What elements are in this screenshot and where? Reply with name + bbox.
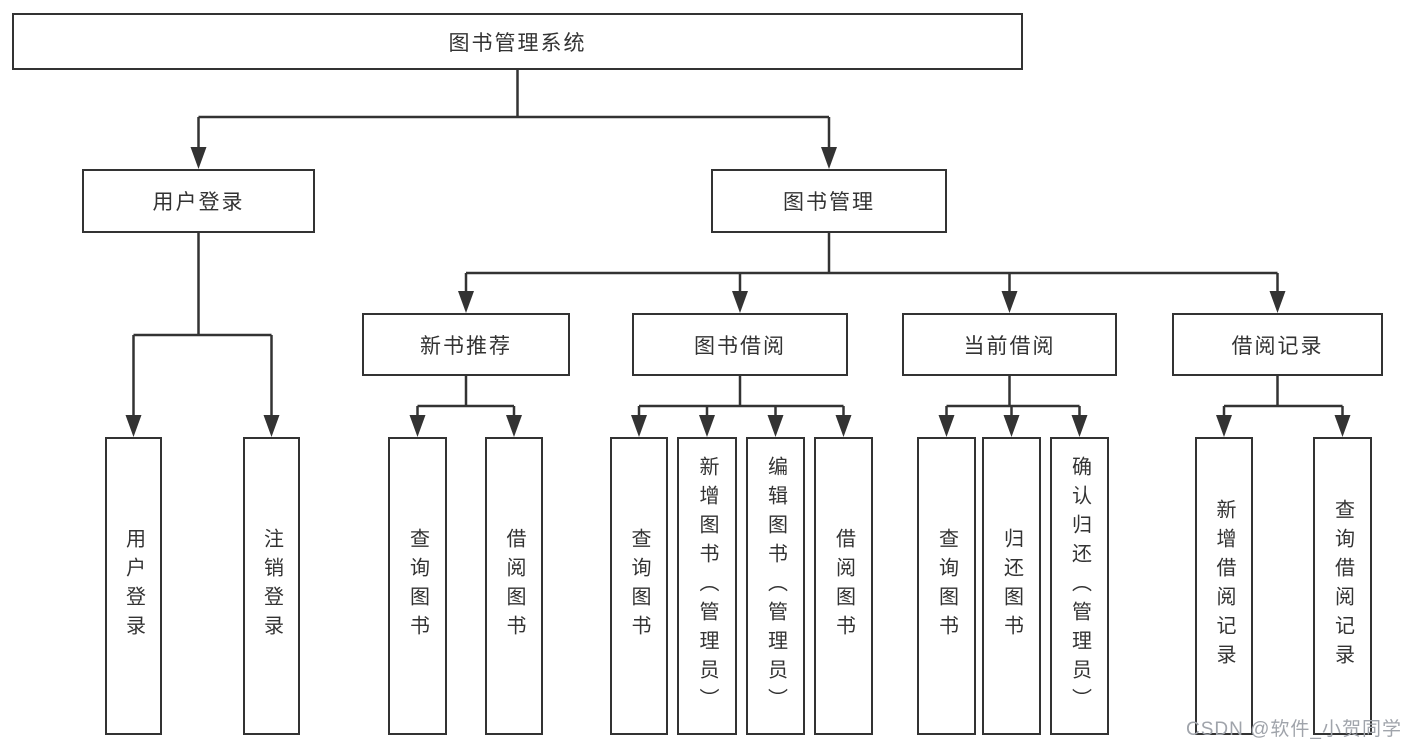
leaf-label: 查询图书 bbox=[935, 528, 958, 644]
leaf-query-books-recommend: 查询图书 bbox=[388, 437, 447, 735]
leaf-label: 新增图书（管理员） bbox=[696, 455, 718, 717]
leaf-return-books: 归还图书 bbox=[982, 437, 1041, 735]
leaf-label: 借阅图书 bbox=[503, 528, 525, 644]
leaf-label: 查询借阅记录 bbox=[1331, 499, 1354, 673]
leaf-user-login: 用户登录 bbox=[105, 437, 162, 735]
node-new-book-recommend: 新书推荐 bbox=[362, 313, 570, 376]
csdn-watermark: CSDN @软件_小贺同学 bbox=[1186, 719, 1402, 740]
leaf-label: 查询图书 bbox=[406, 528, 429, 644]
arrow-icon bbox=[631, 415, 647, 437]
leaf-add-borrow-record: 新增借阅记录 bbox=[1195, 437, 1253, 735]
leaf-query-borrow-record: 查询借阅记录 bbox=[1313, 437, 1372, 735]
leaf-label: 查询图书 bbox=[628, 528, 650, 644]
leaf-borrow-books: 借阅图书 bbox=[814, 437, 873, 735]
arrow-icon bbox=[835, 415, 852, 437]
arrow-icon bbox=[767, 415, 784, 437]
arrow-icon bbox=[458, 291, 474, 313]
connector-book-borrow bbox=[637, 376, 845, 416]
arrow-icon bbox=[409, 415, 426, 437]
arrow-icon bbox=[1334, 415, 1351, 437]
connector-book-management bbox=[464, 233, 1279, 292]
leaf-query-books-borrow: 查询图书 bbox=[610, 437, 668, 735]
arrow-icon bbox=[938, 415, 955, 437]
leaf-add-book-admin: 新增图书（管理员） bbox=[677, 437, 737, 735]
node-book-management: 图书管理 bbox=[711, 169, 947, 233]
arrow-icon bbox=[699, 415, 715, 437]
arrow-icon bbox=[190, 147, 207, 169]
leaf-edit-book-admin: 编辑图书（管理员） bbox=[746, 437, 805, 735]
arrow-icon bbox=[125, 415, 142, 437]
arrow-icon bbox=[821, 147, 837, 169]
leaf-label: 编辑图书（管理员） bbox=[764, 455, 787, 717]
leaf-query-books-current: 查询图书 bbox=[917, 437, 976, 735]
leaf-logout: 注销登录 bbox=[243, 437, 300, 735]
node-book-borrow: 图书借阅 bbox=[632, 313, 848, 376]
arrow-icon bbox=[506, 415, 522, 437]
leaf-label: 用户登录 bbox=[122, 528, 145, 644]
leaf-confirm-return-admin: 确认归还（管理员） bbox=[1050, 437, 1109, 735]
connector-current-borrow bbox=[945, 376, 1081, 416]
node-library-management-system: 图书管理系统 bbox=[12, 13, 1023, 70]
arrow-icon bbox=[1269, 291, 1286, 313]
node-current-borrow: 当前借阅 bbox=[902, 313, 1117, 376]
connector-root bbox=[197, 70, 831, 148]
leaf-label: 确认归还（管理员） bbox=[1068, 455, 1091, 717]
arrow-icon bbox=[732, 291, 748, 313]
leaf-label: 新增借阅记录 bbox=[1213, 499, 1235, 673]
connector-borrow-records bbox=[1222, 376, 1344, 416]
connector-new-book-recommend bbox=[416, 376, 516, 416]
arrow-icon bbox=[1071, 415, 1088, 437]
leaf-borrow-books-recommend: 借阅图书 bbox=[485, 437, 543, 735]
arrow-icon bbox=[1001, 291, 1018, 313]
node-user-login: 用户登录 bbox=[82, 169, 315, 233]
node-borrow-records: 借阅记录 bbox=[1172, 313, 1383, 376]
leaf-label: 归还图书 bbox=[1000, 528, 1023, 644]
arrow-icon bbox=[1003, 415, 1020, 437]
leaf-label: 借阅图书 bbox=[832, 528, 855, 644]
connector-user-login bbox=[132, 233, 273, 416]
arrow-icon bbox=[263, 415, 280, 437]
leaf-label: 注销登录 bbox=[260, 528, 283, 644]
arrow-icon bbox=[1216, 415, 1232, 437]
